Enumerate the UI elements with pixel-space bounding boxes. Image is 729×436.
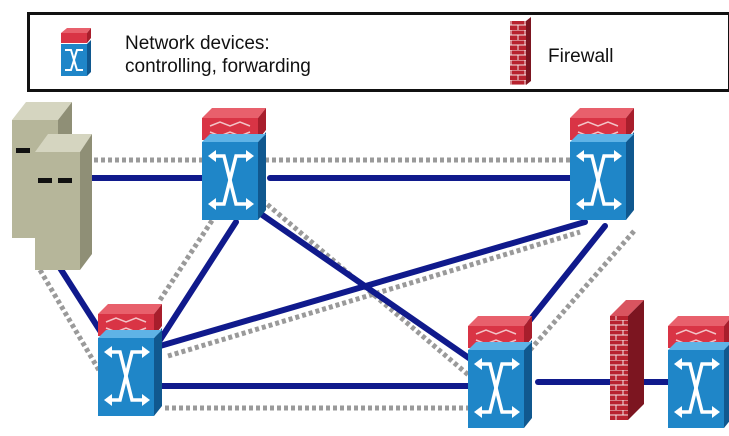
control-link-sw4-sw2: [527, 223, 608, 323]
legend-devices-line2: controlling, forwarding: [125, 56, 311, 77]
data-link-sw1-sw4: [260, 198, 474, 380]
control-link-sw3-sw2: [157, 219, 588, 349]
switch-icon-1: [200, 106, 268, 222]
switch-icon-4: [466, 314, 534, 430]
data-links: [37, 157, 637, 411]
control-link-sw1-sw4: [255, 209, 495, 377]
legend-firewall-label: Firewall: [548, 46, 614, 67]
firewall-icon: [610, 300, 644, 420]
control-link-sw3-sw1: [157, 219, 239, 343]
server-icon: [12, 102, 92, 270]
legend-firewall-icon: [510, 17, 531, 85]
legend-switch-icon: [60, 27, 92, 77]
data-link-server-sw3: [37, 268, 103, 374]
legend-devices-line1: Network devices:: [125, 33, 270, 54]
data-link-sw3-sw1: [157, 188, 235, 302]
legend-box: Network devices: controlling, forwarding…: [27, 12, 729, 92]
data-link-sw3-sw2: [167, 229, 581, 359]
switch-icon-5: [666, 314, 729, 430]
switch-icon-2: [568, 106, 636, 222]
legend-network-devices-label: Network devices: controlling, forwarding: [125, 32, 405, 78]
control-links: [57, 175, 673, 389]
data-link-sw4-sw2: [528, 228, 637, 352]
switch-icon-3: [96, 302, 164, 418]
